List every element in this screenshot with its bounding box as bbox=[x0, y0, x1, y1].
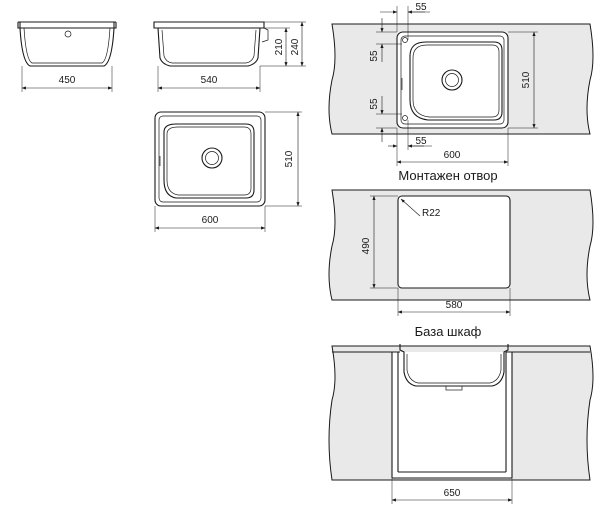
side-bowl-depth-label: 210 bbox=[274, 38, 285, 55]
cabinet-view: База шкаф 650 bbox=[328, 324, 594, 504]
front-view: 450 bbox=[17, 21, 117, 92]
installed-bottom-offset-label: 55 bbox=[415, 136, 427, 147]
top-view: 600 510 bbox=[154, 111, 302, 232]
cabinet-caption: База шкаф bbox=[415, 324, 482, 339]
top-height-label: 510 bbox=[284, 150, 295, 167]
side-view: 540 210 240 bbox=[153, 21, 306, 92]
cutout-height-label: 490 bbox=[361, 237, 372, 254]
installed-width-label: 600 bbox=[444, 150, 461, 161]
cutout-width-label: 580 bbox=[446, 300, 463, 311]
top-width-label: 600 bbox=[202, 215, 219, 226]
installed-left-top-label: 55 bbox=[369, 50, 380, 62]
cabinet-width-label: 650 bbox=[444, 488, 461, 499]
installed-left-bottom-label: 55 bbox=[369, 98, 380, 110]
cutout-view: Монтажен отвор R22 490 580 bbox=[328, 168, 594, 316]
side-width-label: 540 bbox=[201, 75, 218, 86]
front-width-label: 450 bbox=[59, 75, 76, 86]
side-total-depth-label: 240 bbox=[290, 38, 301, 55]
cutout-radius-label: R22 bbox=[422, 208, 441, 219]
cutout-caption: Монтажен отвор bbox=[398, 168, 497, 183]
installed-top-offset-label: 55 bbox=[415, 2, 427, 13]
installed-view: 55 55 55 55 600 510 bbox=[328, 2, 594, 166]
installed-height-label: 510 bbox=[521, 71, 532, 88]
